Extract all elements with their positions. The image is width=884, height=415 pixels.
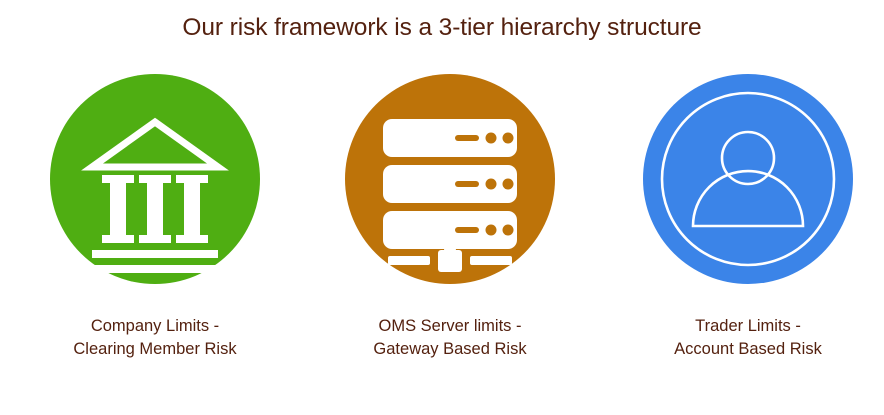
bank-icon xyxy=(81,117,229,273)
tier-caption-oms-server: OMS Server limits - Gateway Based Risk xyxy=(302,315,598,361)
tier-card-row: Company Limits - Clearing Member Risk xyxy=(0,74,884,374)
tier-caption-line-2: Clearing Member Risk xyxy=(73,340,237,358)
tier-caption-line-1: OMS Server limits - xyxy=(378,317,522,335)
tier-caption-line-2: Gateway Based Risk xyxy=(373,340,527,358)
tier-icon-badge-oms-server[interactable] xyxy=(345,74,555,284)
server-rack-icon xyxy=(383,119,517,272)
tier-caption-line-1: Company Limits - xyxy=(90,317,220,335)
user-circle-icon xyxy=(660,91,836,267)
tier-card-oms-server[interactable]: OMS Server limits - Gateway Based Risk xyxy=(302,74,598,374)
tier-icon-badge-trader[interactable] xyxy=(643,74,853,284)
tier-icon-badge-company[interactable] xyxy=(50,74,260,284)
tier-caption-line-1: Trader Limits - xyxy=(695,317,801,335)
tier-card-trader[interactable]: Trader Limits - Account Based Risk xyxy=(600,74,884,374)
page-title: Our risk framework is a 3-tier hierarchy… xyxy=(182,14,702,41)
tier-caption-company: Company Limits - Clearing Member Risk xyxy=(7,315,303,361)
tier-caption-trader: Trader Limits - Account Based Risk xyxy=(600,315,884,361)
tier-caption-line-2: Account Based Risk xyxy=(674,340,822,358)
tier-card-company[interactable]: Company Limits - Clearing Member Risk xyxy=(7,74,303,374)
